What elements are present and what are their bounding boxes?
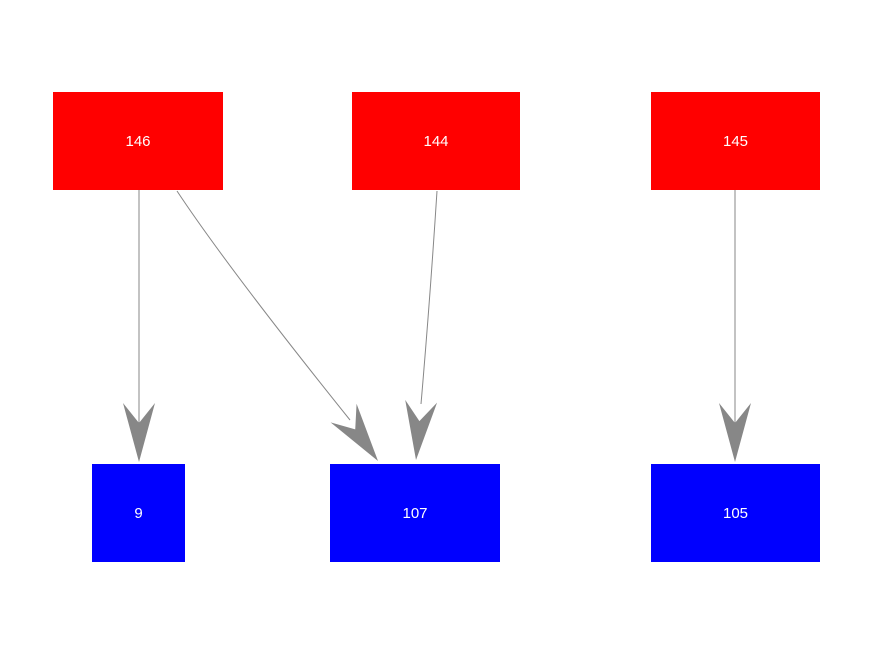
arrowhead-icon-145-to-105 [719,403,751,462]
node-label: 146 [125,132,151,150]
node-label: 105 [722,504,749,522]
arrowhead-icon-146-to-9 [123,403,155,462]
edge-146-to-107 [176,190,351,421]
node-9: 9 [92,464,185,562]
node-label: 9 [134,504,143,522]
node-144: 144 [352,92,520,190]
edge-144-to-107 [420,190,438,405]
node-label: 145 [722,132,749,150]
node-label: 107 [402,504,428,522]
node-105: 105 [651,464,820,562]
node-107: 107 [330,464,500,562]
node-146: 146 [53,92,223,190]
arrowhead-icon-146-to-107 [330,403,378,461]
arrowhead-icon-144-to-107 [405,399,438,460]
node-145: 145 [651,92,820,190]
node-label: 144 [423,132,449,150]
